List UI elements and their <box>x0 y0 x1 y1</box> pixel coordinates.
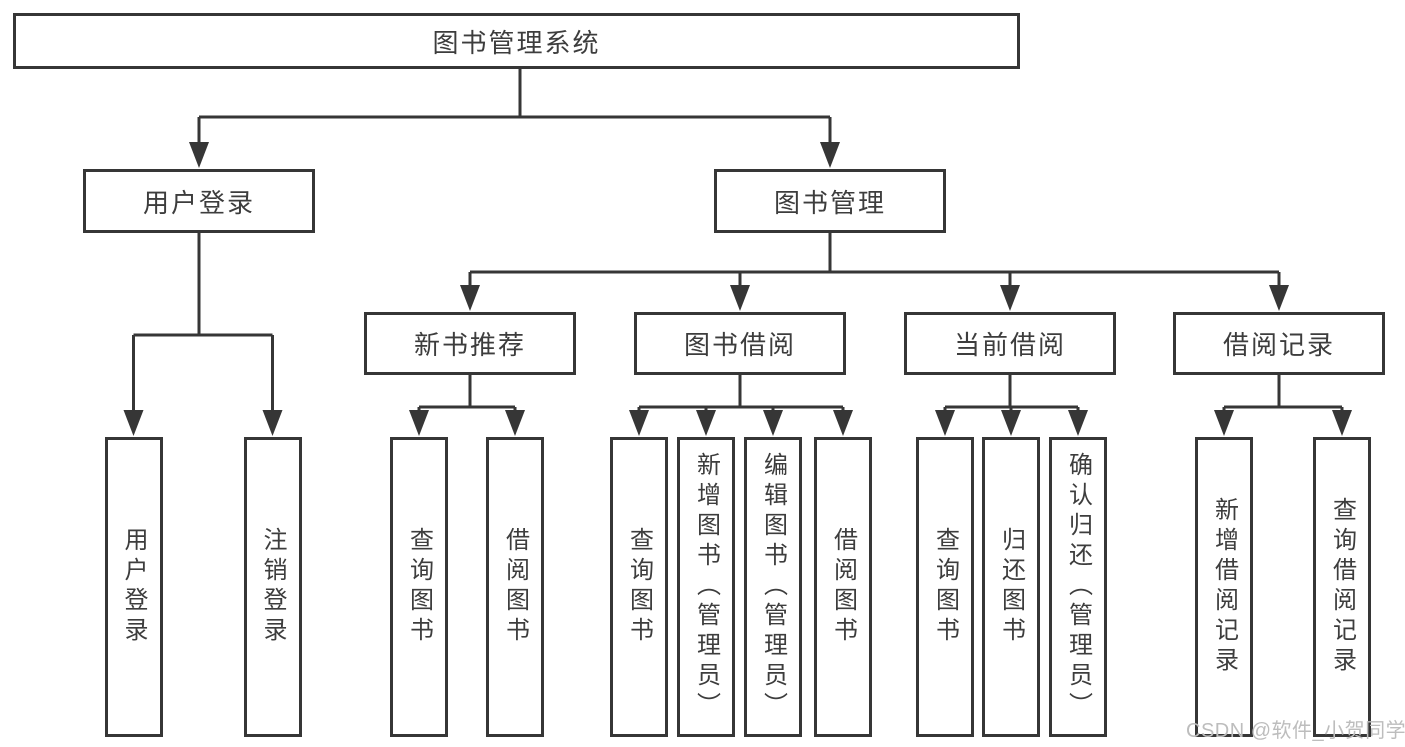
node-label: 用户登录 <box>120 527 147 647</box>
arrowhead-icon <box>935 410 955 436</box>
leaf-user-login: 用户登录 <box>104 437 163 737</box>
leaf-logout: 注销登录 <box>243 437 302 737</box>
leaf-add-book-admin: 新增图书（管理员） <box>677 437 735 737</box>
arrowhead-icon <box>409 410 429 436</box>
leaf-query-books-borrow: 查询图书 <box>610 437 668 737</box>
node-current-borrow: 当前借阅 <box>904 312 1116 375</box>
arrowhead-icon <box>820 142 840 168</box>
node-label: 注销登录 <box>259 527 286 647</box>
leaf-return-book: 归还图书 <box>982 437 1040 737</box>
node-label: 查询借阅记录 <box>1328 497 1356 677</box>
node-label: 查询图书 <box>625 527 653 647</box>
arrowhead-icon <box>1068 410 1088 436</box>
arrowhead-icon <box>730 285 750 311</box>
node-book-borrow: 图书借阅 <box>634 312 846 375</box>
node-label: 借阅记录 <box>1222 330 1335 360</box>
leaf-borrow-books: 借阅图书 <box>814 437 872 737</box>
node-book-management: 图书管理 <box>714 169 946 233</box>
arrowhead-icon <box>189 142 209 168</box>
node-label: 查询图书 <box>931 527 959 647</box>
node-label: 归还图书 <box>997 527 1025 647</box>
arrowhead-icon <box>123 410 144 436</box>
node-label: 确认归还（管理员） <box>1064 452 1092 722</box>
leaf-add-borrow-record: 新增借阅记录 <box>1195 437 1253 737</box>
node-user-login: 用户登录 <box>83 169 315 233</box>
leaf-query-books-current: 查询图书 <box>916 437 974 737</box>
arrowhead-icon <box>1332 410 1352 436</box>
arrowhead-icon <box>460 285 480 311</box>
arrowhead-icon <box>696 410 716 436</box>
node-label: 编辑图书（管理员） <box>759 452 787 722</box>
node-label: 新增图书（管理员） <box>692 452 720 722</box>
arrowheads <box>123 142 1352 436</box>
arrowhead-icon <box>1269 285 1289 311</box>
node-new-book-recommend: 新书推荐 <box>364 312 576 375</box>
node-label: 图书管理系统 <box>432 27 601 58</box>
arrowhead-icon <box>763 410 783 436</box>
arrowhead-icon <box>629 410 649 436</box>
node-label: 新书推荐 <box>413 330 526 360</box>
leaf-borrow-books-recommend: 借阅图书 <box>486 437 544 737</box>
node-label: 查询图书 <box>405 527 433 647</box>
node-library-system: 图书管理系统 <box>13 13 1020 69</box>
node-label: 借阅图书 <box>501 527 529 647</box>
leaf-edit-book-admin: 编辑图书（管理员） <box>744 437 802 737</box>
arrowhead-icon <box>1001 410 1021 436</box>
arrowhead-icon <box>262 410 283 436</box>
arrowhead-icon <box>1000 285 1020 311</box>
leaf-query-books-recommend: 查询图书 <box>390 437 448 737</box>
node-label: 图书管理 <box>773 187 886 218</box>
node-label: 图书借阅 <box>683 330 796 360</box>
node-label: 当前借阅 <box>953 330 1066 360</box>
arrowhead-icon <box>833 410 853 436</box>
leaf-query-borrow-record: 查询借阅记录 <box>1313 437 1371 737</box>
node-label: 借阅图书 <box>829 527 857 647</box>
watermark: CSDN @软件_小贺同学 <box>1186 720 1405 742</box>
arrowhead-icon <box>505 410 525 436</box>
leaf-confirm-return-admin: 确认归还（管理员） <box>1049 437 1107 737</box>
node-label: 用户登录 <box>142 187 255 218</box>
arrowhead-icon <box>1214 410 1234 436</box>
node-borrow-records: 借阅记录 <box>1173 312 1385 375</box>
node-label: 新增借阅记录 <box>1210 497 1238 677</box>
tree-branch-lines <box>132 69 1344 412</box>
